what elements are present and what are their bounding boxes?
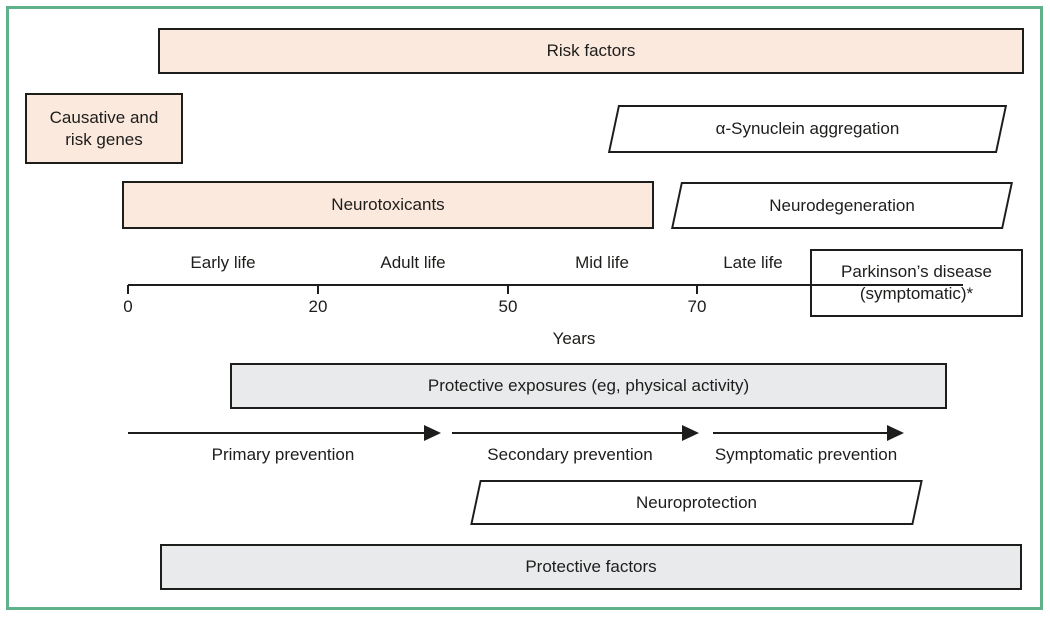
neuroprotection-parallelogram: Neuroprotection xyxy=(470,480,923,525)
neurotoxicants-label: Neurotoxicants xyxy=(331,195,445,214)
axis-title-years: Years xyxy=(552,329,596,348)
axis-tick-20 xyxy=(317,285,319,294)
risk-factors-label: Risk factors xyxy=(546,41,636,60)
protective-factors-label: Protective factors xyxy=(525,557,657,576)
neuroprotection-label: Neuroprotection xyxy=(636,492,757,512)
neurodegeneration-parallelogram: Neurodegeneration xyxy=(671,182,1013,229)
alpha-synuclein-parallelogram: α-Synuclein aggregation xyxy=(607,105,1008,153)
tick-label-20: 20 xyxy=(308,297,328,316)
phase-label-mid-life: Mid life xyxy=(575,253,629,272)
primary-prevention-arrow xyxy=(128,425,441,441)
protective-exposures-label: Protective exposures (eg, physical activ… xyxy=(427,376,750,395)
secondary-prevention-arrow xyxy=(452,425,699,441)
causative-risk-genes-box: Causative and risk genes xyxy=(25,93,183,164)
arrowhead-icon xyxy=(682,425,699,441)
phase-label-late-life: Late life xyxy=(723,253,783,272)
secondary-prevention-label: Secondary prevention xyxy=(487,445,653,464)
axis-tick-50 xyxy=(507,285,509,294)
axis-tick-0 xyxy=(127,285,129,294)
protective-exposures-box: Protective exposures (eg, physical activ… xyxy=(230,363,947,409)
timeline-axis xyxy=(128,284,963,286)
parkinsons-line2: (symptomatic)* xyxy=(859,284,974,303)
parkinsons-line1: Parkinson’s disease xyxy=(841,262,992,281)
neurodegeneration-label: Neurodegeneration xyxy=(769,195,915,215)
axis-tick-70 xyxy=(696,285,698,294)
symptomatic-prevention-arrow xyxy=(713,425,904,441)
phase-label-early-life: Early life xyxy=(190,253,256,272)
protective-factors-box: Protective factors xyxy=(160,544,1022,590)
causative-genes-line1: Causative and xyxy=(49,107,159,127)
arrowhead-icon xyxy=(424,425,441,441)
causative-genes-line2: risk genes xyxy=(65,129,143,149)
alpha-synuclein-label: α-Synuclein aggregation xyxy=(715,119,900,138)
figure-border xyxy=(6,6,1043,610)
symptomatic-prevention-label: Symptomatic prevention xyxy=(714,445,898,464)
arrowhead-icon xyxy=(887,425,904,441)
phase-label-adult-life: Adult life xyxy=(380,253,446,272)
tick-label-70: 70 xyxy=(687,297,707,316)
parkinsons-disease-box: Parkinson’s disease (symptomatic)* xyxy=(810,249,1023,317)
neurotoxicants-box: Neurotoxicants xyxy=(122,181,654,229)
risk-factors-box: Risk factors xyxy=(158,28,1024,74)
tick-label-0: 0 xyxy=(123,297,133,316)
primary-prevention-label: Primary prevention xyxy=(211,445,355,464)
tick-label-50: 50 xyxy=(498,297,518,316)
